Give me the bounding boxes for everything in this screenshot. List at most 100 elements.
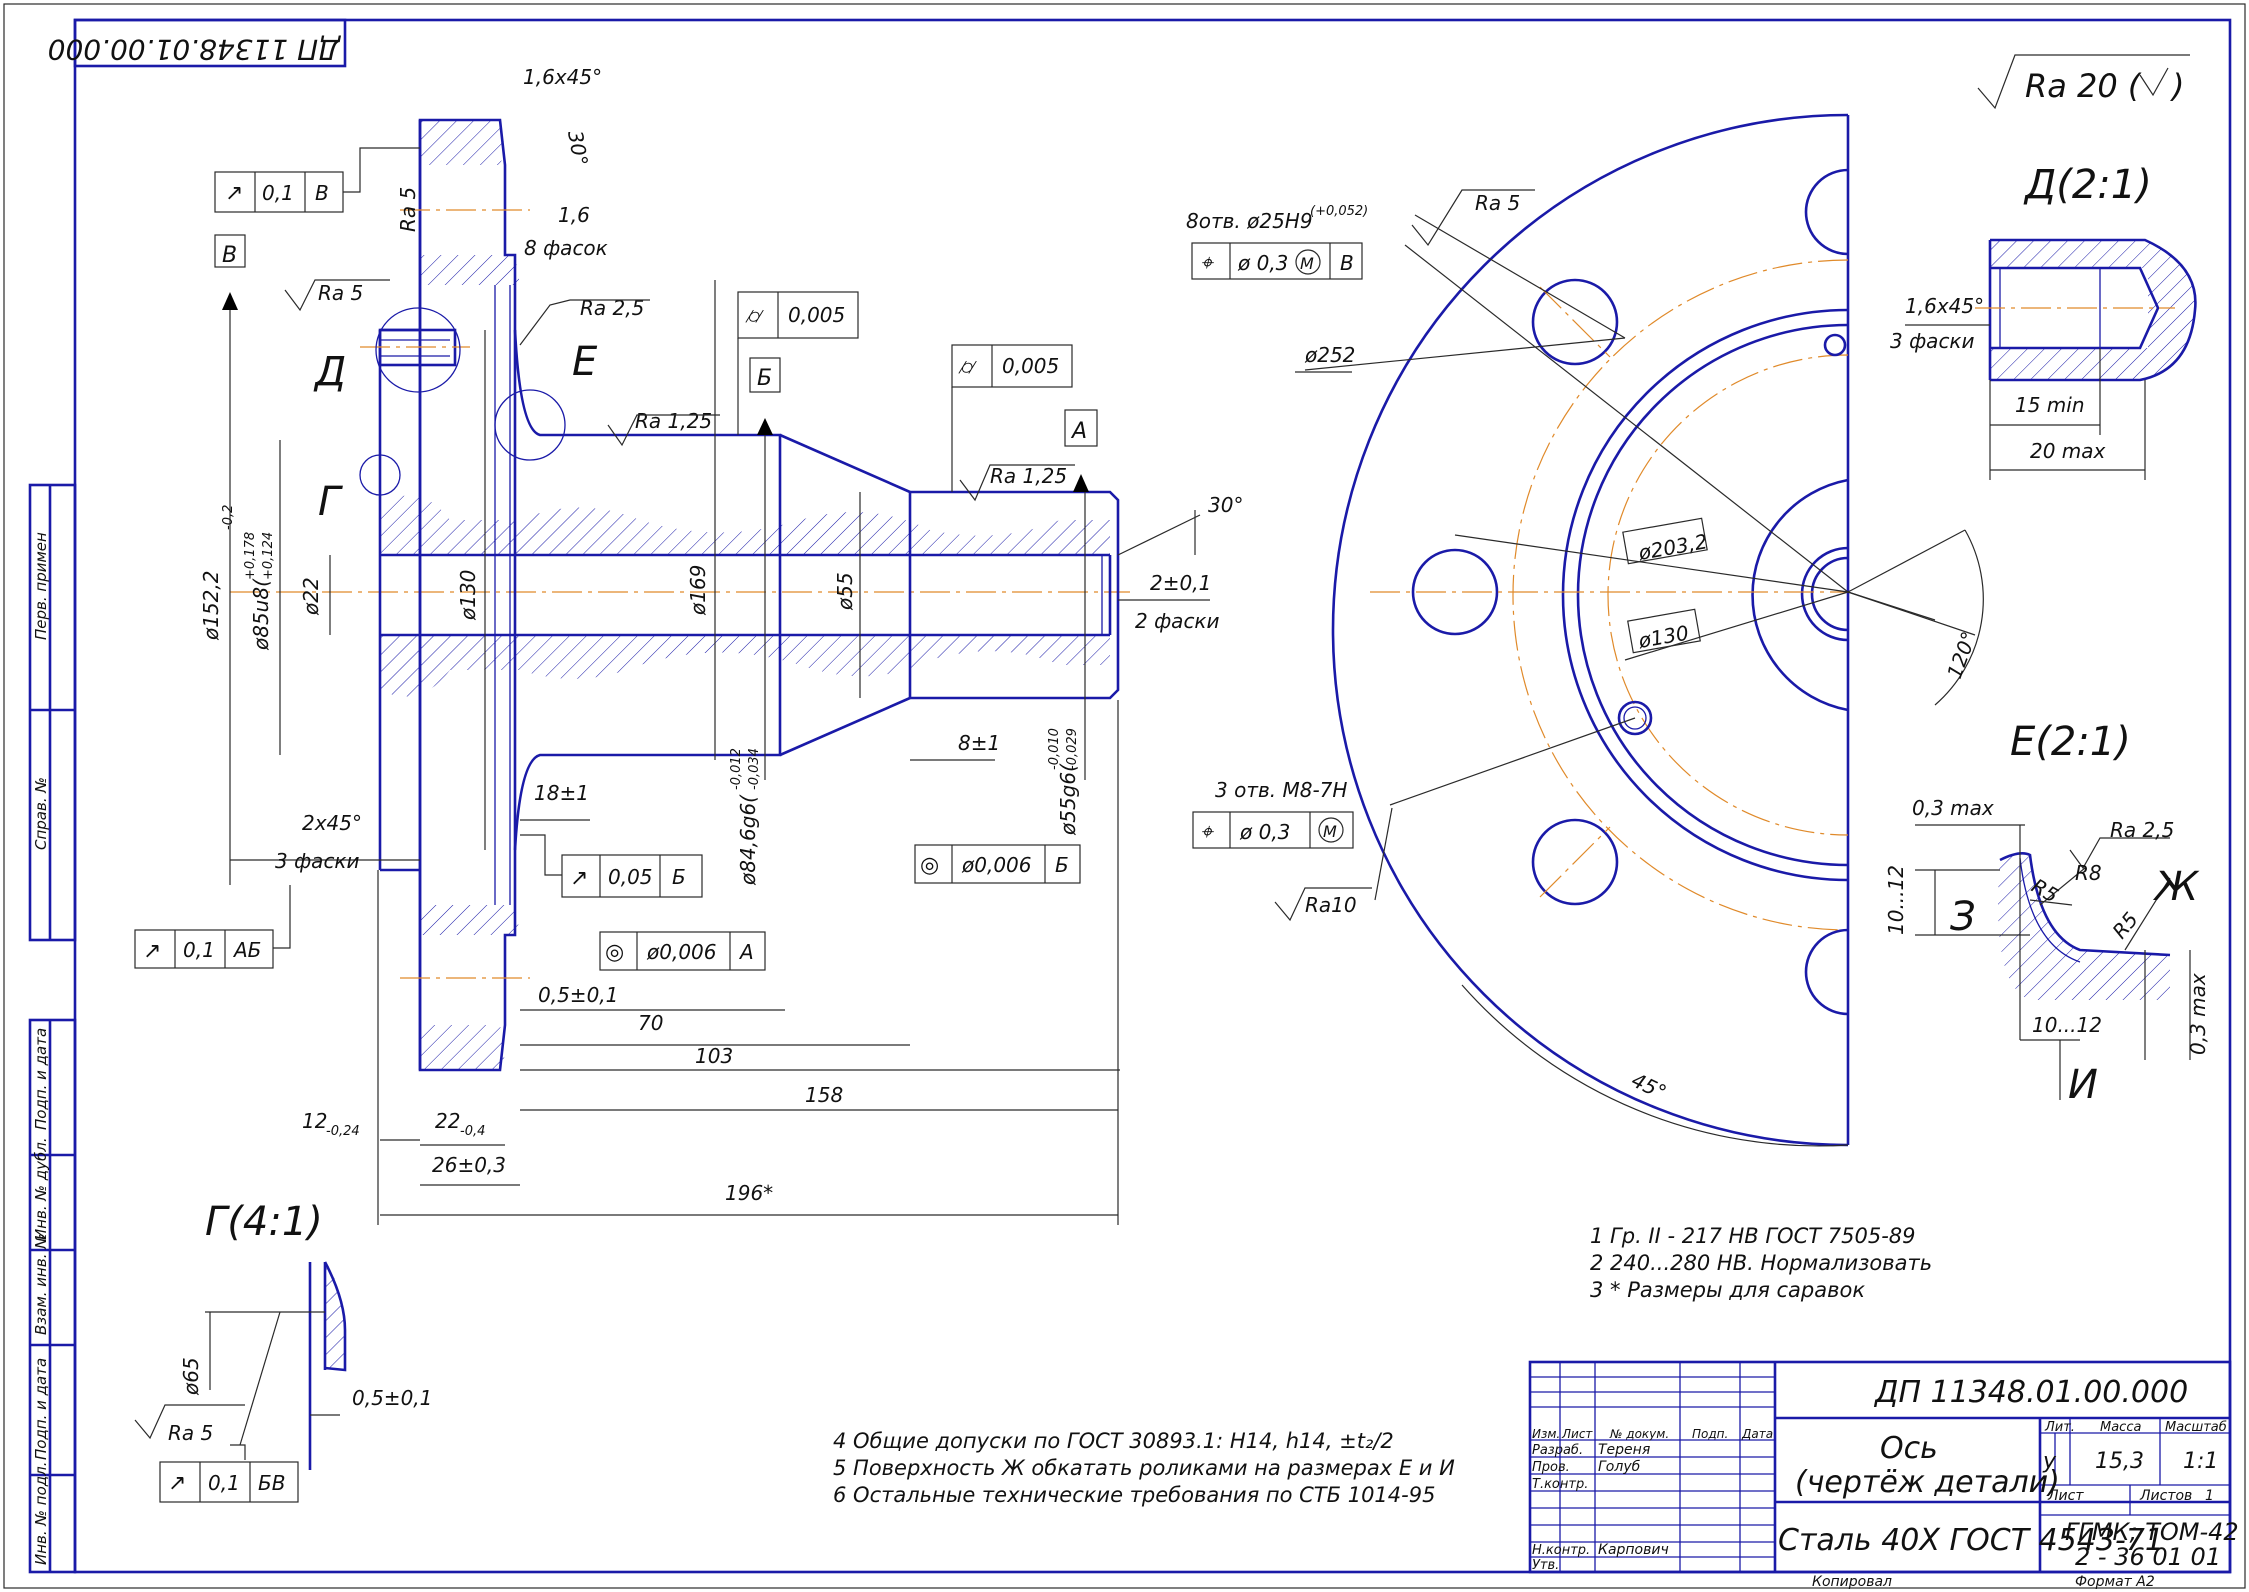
g-dim05: 0,5±0,1 xyxy=(352,1386,432,1410)
detail-g-dims xyxy=(134,1311,340,1460)
detail-e xyxy=(1998,825,2171,1060)
tb-n-nkontr: Карпович xyxy=(1598,1542,1669,1558)
left-dimension-lines xyxy=(229,280,1210,1225)
d-chamfer: 1,6х45° xyxy=(1905,294,1984,318)
dim-chamfer2: 2±0,1 xyxy=(1150,571,1211,595)
tb-col-izm: Изм. xyxy=(1532,1427,1560,1441)
svg-text:4 Общие допуски по ГОСТ 30893.: 4 Общие допуски по ГОСТ 30893.1: H14, h1… xyxy=(833,1429,1394,1453)
dim-dia1522: ø152,2 xyxy=(199,571,223,642)
svg-text:Б: Б xyxy=(672,865,686,889)
box-dia2032 xyxy=(1622,517,1708,565)
svg-text:0,005: 0,005 xyxy=(1002,354,1059,378)
tb-doc-no: ДП 11348.01.00.000 xyxy=(1873,1375,2188,1410)
dim-196: 196* xyxy=(725,1181,773,1205)
e-r5b: R5 xyxy=(2107,907,2142,943)
svg-text:1 Гр. II - 217 НВ ГОСТ 7505-89: 1 Гр. II - 217 НВ ГОСТ 7505-89 xyxy=(1590,1224,1916,1248)
svg-text:⌭: ⌭ xyxy=(745,304,764,329)
ra125-shaft: Ra 1,25 xyxy=(990,464,1067,488)
dim-dia55g6-lo: -0,029 xyxy=(1065,728,1080,770)
tb-col-sign: Подп. xyxy=(1692,1427,1728,1441)
svg-text:↗: ↗ xyxy=(570,866,588,891)
tb-copied: Копировал xyxy=(1812,1574,1892,1590)
svg-text:◎: ◎ xyxy=(920,853,939,878)
dim-dia55: ø55 xyxy=(833,572,857,611)
tb-org2: 2 - 36 01 01 xyxy=(2075,1543,2221,1571)
datum-v-label: В xyxy=(222,243,237,268)
col-sprav-no: Справ. № xyxy=(32,777,50,850)
e-1012b: 10...12 xyxy=(2032,1013,2102,1037)
tb-material: Сталь 40Х ГОСТ 4543-71 xyxy=(1778,1523,2164,1558)
right-dimension-lines xyxy=(1295,214,1984,1147)
right-roughness xyxy=(1274,189,1535,922)
svg-text:◎: ◎ xyxy=(605,940,624,965)
e-1012a: 10...12 xyxy=(1884,865,1908,935)
dim-22-tol: -0,4 xyxy=(460,1124,485,1139)
dim-dia846: ø84,6g6( xyxy=(736,794,760,886)
svg-text:6 Остальные технические требов: 6 Остальные технические требования по СТ… xyxy=(833,1483,1435,1507)
dim-103: 103 xyxy=(695,1044,733,1068)
dim-18: 18±1 xyxy=(534,781,589,805)
tb-r-utv: Утв. xyxy=(1532,1558,1559,1573)
svg-text:↗: ↗ xyxy=(168,1471,186,1496)
col-podp-data-1: Подп. и дата xyxy=(32,1028,50,1130)
fcf-1: ↗ 0,1 В xyxy=(214,171,344,213)
tb-col-list: Лист xyxy=(1561,1427,1593,1441)
col-podp-data-2: Подп. и дата xyxy=(32,1358,50,1460)
detail-d xyxy=(1975,238,2197,382)
dim-26: 26±0,3 xyxy=(432,1153,506,1177)
fcf-8: ⌖ ø 0,3 M В xyxy=(1191,242,1363,280)
fcf-4: ↗ 0,05 Б xyxy=(561,854,703,898)
dim-d16: 1,6 xyxy=(558,203,590,227)
d-min: 15 min xyxy=(2015,393,2085,417)
dim-8: 8±1 xyxy=(958,731,1000,755)
tb-n-razrab: Тереня xyxy=(1598,1442,1650,1458)
tb-r-tkontr: Т.контр. xyxy=(1532,1477,1588,1492)
svg-text:0,1: 0,1 xyxy=(208,1471,240,1495)
dim-chamfer2x45-n: 3 фаски xyxy=(275,849,360,873)
datum-b-marker xyxy=(757,418,773,435)
dim-chamfer2x45: 2х45° xyxy=(302,811,362,835)
detail-g xyxy=(308,1261,347,1470)
label-g: Г xyxy=(318,479,343,525)
dim-facets: 8 фасок xyxy=(524,236,608,260)
dim-chamfer2-n: 2 фаски xyxy=(1135,609,1220,633)
svg-text:0,005: 0,005 xyxy=(788,303,845,327)
outer-border xyxy=(3,3,2246,1589)
svg-text:0,05: 0,05 xyxy=(608,865,653,889)
dim-dia85-tol-up: +0,178 xyxy=(243,532,258,580)
dim-22: 22 xyxy=(435,1109,460,1133)
tb-sheets-h: Листов xyxy=(2139,1488,2192,1504)
dim-dia55g6-up: -0,010 xyxy=(1047,728,1062,770)
d-chamfer-n: 3 фаски xyxy=(1890,329,1975,353)
tb-mass-h: Масса xyxy=(2100,1420,2141,1435)
tb-r-prov: Пров. xyxy=(1532,1460,1570,1475)
tb-name1: Ось xyxy=(1880,1431,1938,1466)
ra5-flange: Ra 5 xyxy=(396,187,420,232)
fcf-6: ◎ ø0,006 А xyxy=(599,931,766,971)
dim-angle30-shaft: 30° xyxy=(1208,493,1243,517)
dim-158: 158 xyxy=(805,1083,843,1107)
svg-text:↗: ↗ xyxy=(143,939,161,964)
datum-a-marker xyxy=(1073,474,1089,492)
notes-top: 1 Гр. II - 217 НВ ГОСТ 7505-89 2 240...2… xyxy=(1590,1224,1932,1302)
g-dia65: ø65 xyxy=(179,1357,203,1396)
notes-bottom: 4 Общие допуски по ГОСТ 30893.1: H14, h1… xyxy=(833,1429,1455,1507)
view-g-title: Г(4:1) xyxy=(205,1199,323,1245)
svg-text:0,1: 0,1 xyxy=(262,181,294,205)
tb-r-razrab: Разраб. xyxy=(1532,1443,1583,1458)
shaft-section xyxy=(230,118,1130,1072)
dim-dia1522-tol: -0,2 xyxy=(221,505,236,530)
stamp-text: ДП 11348.01.00.000 xyxy=(48,33,342,66)
label-d: Д xyxy=(313,349,346,395)
view-e-title: Е(2:1) xyxy=(2010,719,2131,765)
svg-text:M: M xyxy=(1323,822,1337,841)
detail-e-dims xyxy=(1915,824,2191,1100)
col-vzam-inv: Взам. инв. № xyxy=(32,1233,50,1335)
datum-boxes xyxy=(214,234,1098,447)
tb-name2: (чертёж детали) xyxy=(1795,1465,2060,1500)
datum-v-marker xyxy=(222,292,238,310)
tb-org1: ГГМК; ТОМ-42 xyxy=(2065,1518,2239,1546)
label-zh: Ж xyxy=(2152,864,2200,910)
svg-text:ø 0,3: ø 0,3 xyxy=(1237,251,1288,275)
dim-dia252: ø252 xyxy=(1304,343,1355,367)
